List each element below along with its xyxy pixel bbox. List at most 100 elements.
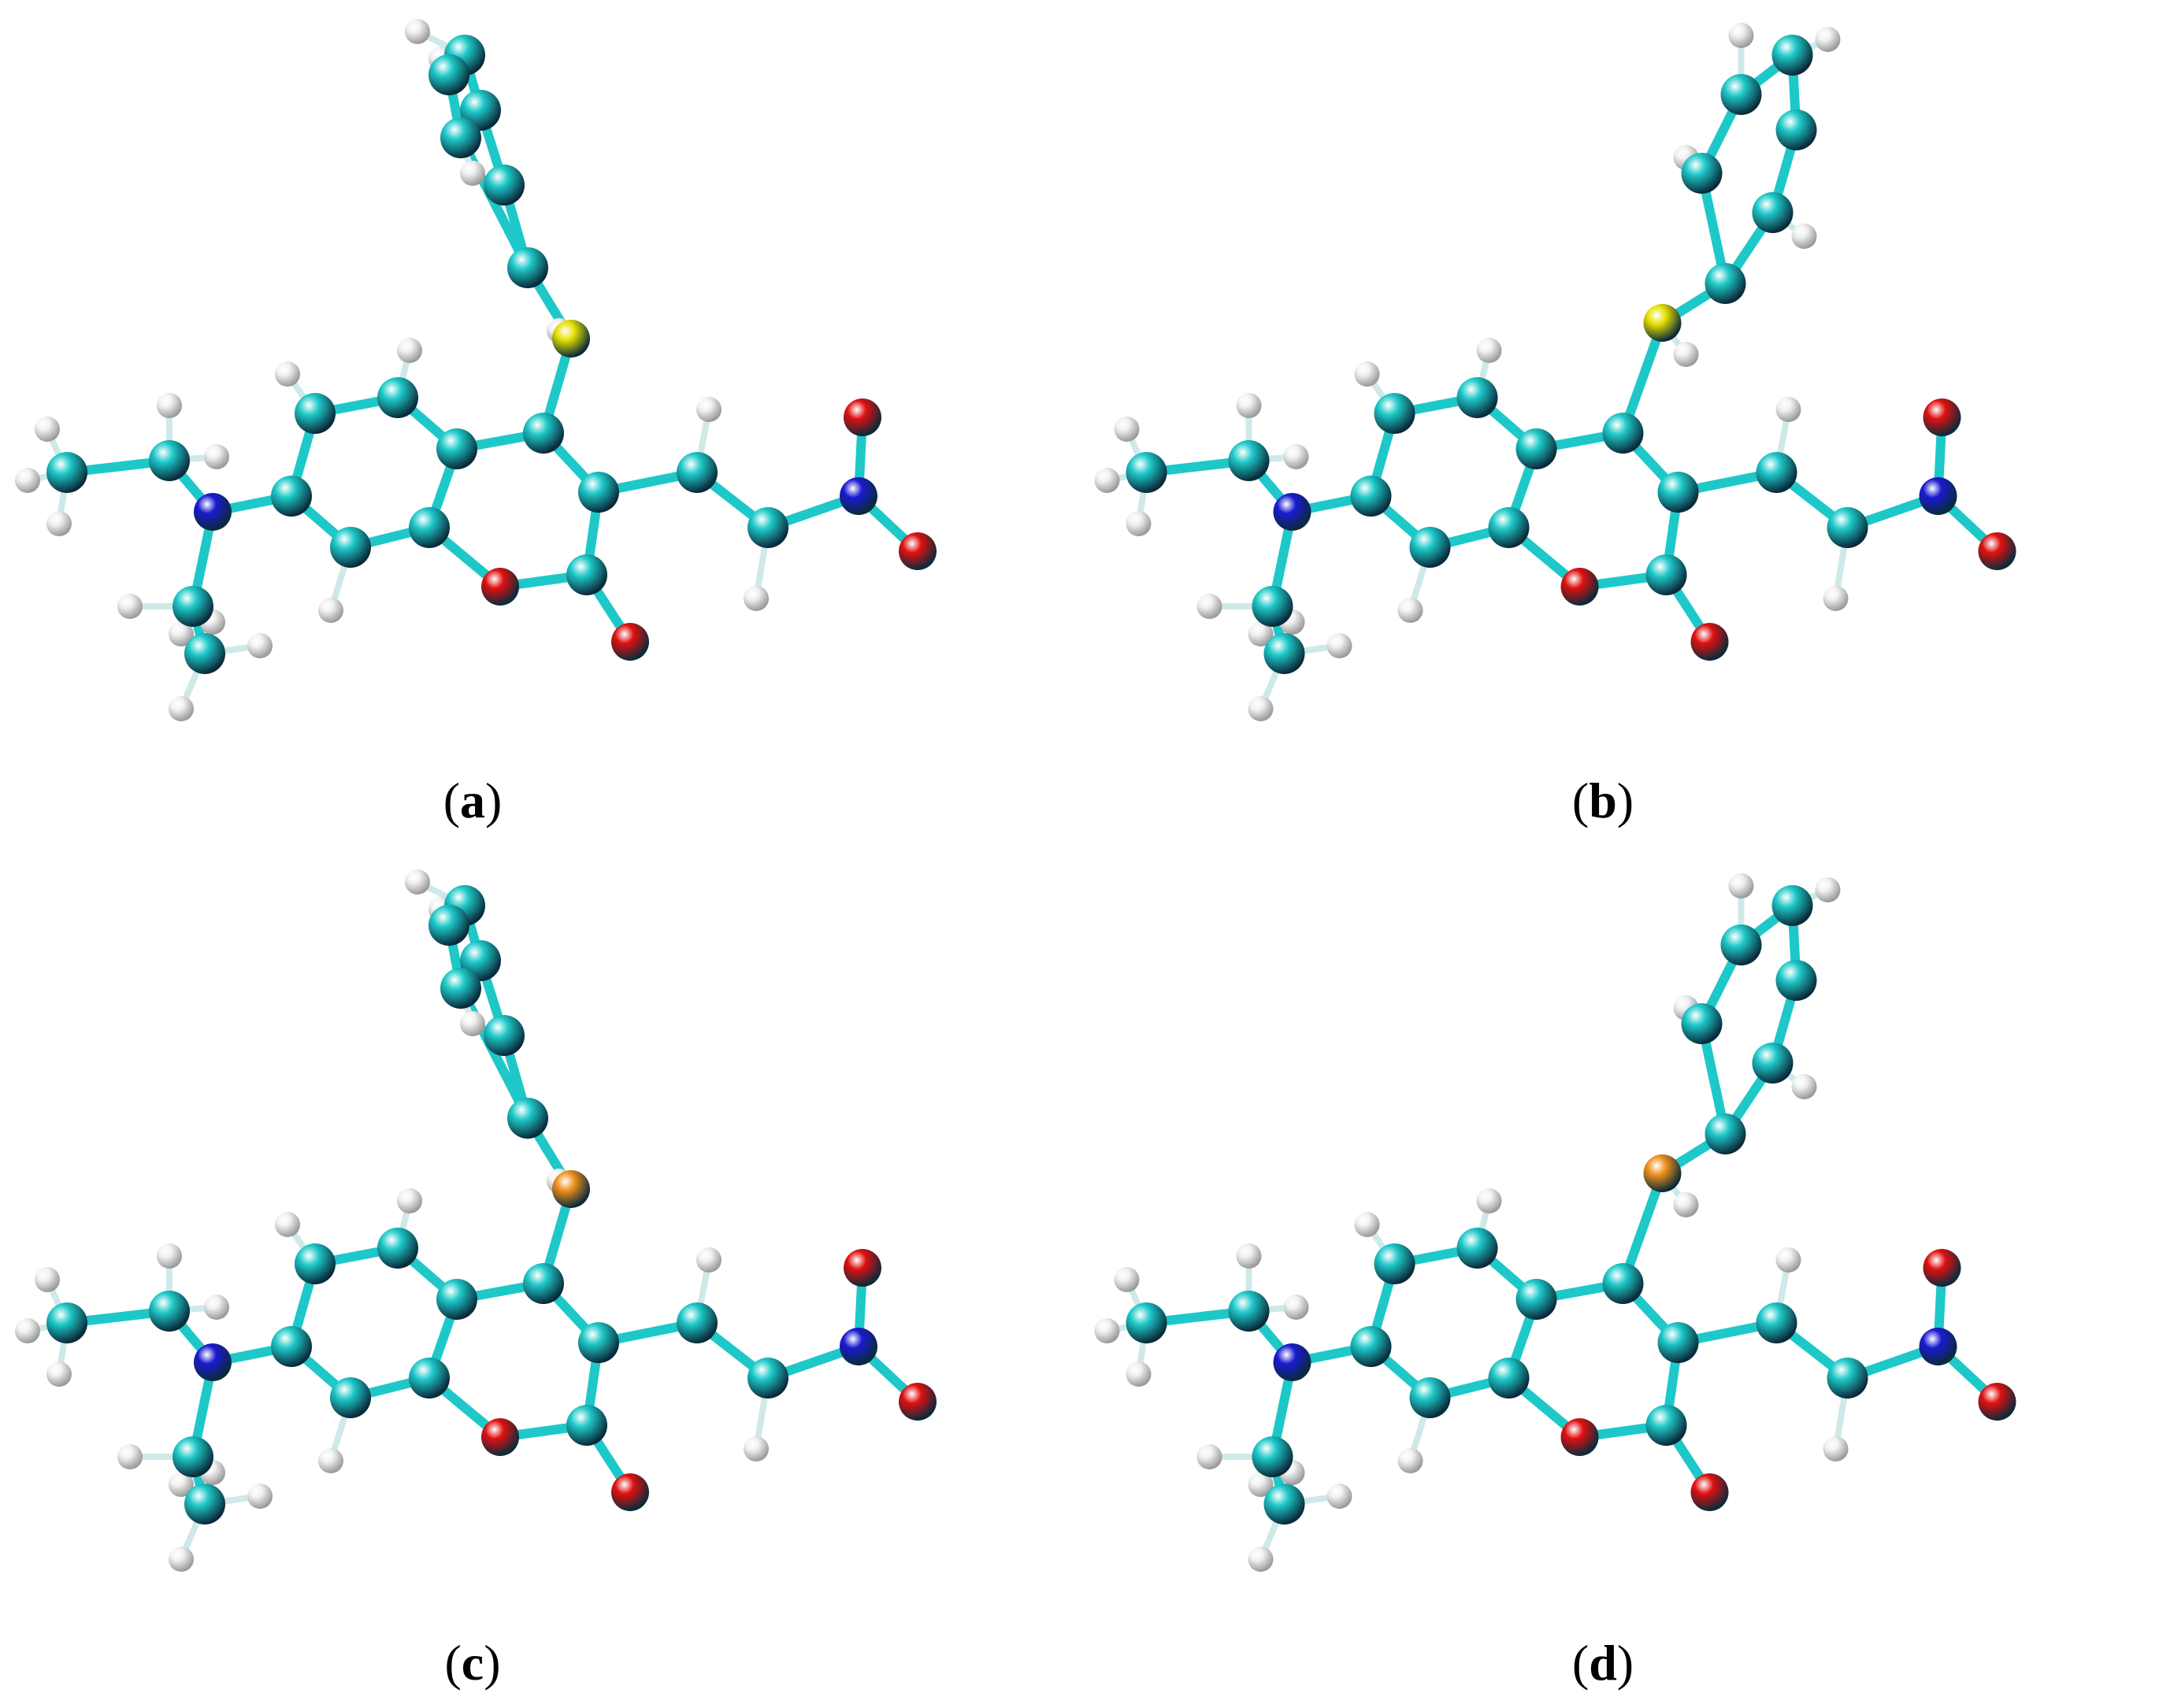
atom-carbon	[1827, 1358, 1868, 1399]
atom-carbon	[46, 1302, 87, 1343]
atom-carbon	[1602, 413, 1644, 454]
atom-carbon	[428, 905, 469, 946]
atom-carbon	[1515, 1279, 1557, 1320]
atom-hydrogen	[1196, 1444, 1222, 1469]
atom-hydrogen	[1196, 594, 1222, 619]
atom-oxygen	[1978, 532, 2016, 570]
atom-carbon	[747, 507, 788, 548]
atom-heteroatom	[1643, 304, 1682, 342]
atom-hydrogen	[1283, 1295, 1309, 1320]
atom-hydrogen	[275, 361, 300, 387]
atom-oxygen	[1690, 623, 1729, 661]
atom-carbon	[1657, 1322, 1699, 1363]
atom-carbon	[1771, 35, 1813, 76]
atom-hydrogen	[397, 338, 422, 363]
atom-hydrogen	[1354, 361, 1380, 387]
atom-nitrogen	[194, 493, 232, 531]
atom-carbon	[428, 54, 469, 95]
atom-oxygen	[1560, 568, 1599, 606]
atom-carbon	[1827, 507, 1868, 548]
atom-hydrogen	[1791, 224, 1817, 249]
atom-hydrogen	[318, 1448, 343, 1473]
atom-hydrogen	[1283, 444, 1309, 469]
atom-carbon	[1756, 452, 1797, 493]
atom-hydrogen	[1114, 417, 1140, 442]
atom-carbon	[1681, 1003, 1723, 1044]
caption-c-letter: c	[461, 1635, 484, 1691]
atom-oxygen	[1923, 398, 1961, 436]
atom-carbon	[1409, 1377, 1451, 1418]
atom-oxygen	[899, 1383, 937, 1421]
atom-carbon	[330, 527, 371, 568]
atom-hydrogen	[169, 621, 194, 647]
atom-carbon	[1488, 507, 1530, 548]
atom-carbon	[184, 1484, 225, 1525]
atom-hydrogen	[35, 417, 60, 442]
atom-hydrogen	[1248, 621, 1274, 647]
atom-hydrogen	[1728, 23, 1754, 48]
atom-hydrogen	[1326, 1484, 1352, 1509]
atom-hydrogen	[247, 1484, 273, 1509]
atom-carbon	[1228, 440, 1270, 481]
atom-hydrogen	[1476, 1188, 1502, 1213]
atom-oxygen	[1690, 1473, 1729, 1511]
atom-heteroatom	[1643, 1154, 1682, 1192]
atom-hydrogen	[46, 511, 72, 536]
atom-hydrogen	[1673, 1192, 1699, 1217]
atom-oxygen	[899, 532, 937, 570]
atom-hydrogen	[169, 696, 194, 721]
atom-carbon	[1350, 476, 1392, 517]
atom-carbon	[1752, 192, 1794, 233]
atom-oxygen	[481, 1418, 519, 1456]
atom-hydrogen	[247, 633, 273, 658]
caption-c: (c)	[444, 1635, 501, 1691]
atom-carbon	[184, 633, 225, 674]
atom-carbon	[172, 586, 213, 627]
atom-hydrogen	[169, 1472, 194, 1497]
atom-oxygen	[481, 568, 519, 606]
atom-carbon	[172, 1436, 213, 1477]
atom-heteroatom	[552, 1170, 590, 1208]
caption-b: (b)	[1571, 772, 1634, 828]
atom-carbon	[436, 1279, 477, 1320]
atom-hydrogen	[1815, 27, 1841, 52]
atom-heteroatom	[552, 320, 590, 358]
atom-hydrogen	[1248, 1547, 1274, 1572]
caption-a: (a)	[443, 772, 503, 828]
atom-carbon	[1720, 924, 1762, 965]
atom-hydrogen	[1326, 633, 1352, 658]
atom-carbon	[1602, 1263, 1644, 1304]
atom-hydrogen	[1673, 342, 1699, 367]
atom-oxygen	[844, 398, 881, 436]
atom-carbon	[1409, 527, 1451, 568]
caption-d-letter: d	[1589, 1635, 1617, 1691]
atom-carbon	[1705, 1113, 1746, 1154]
atom-hydrogen	[117, 594, 143, 619]
atom-carbon	[1681, 153, 1723, 194]
atom-hydrogen	[1248, 696, 1274, 721]
atom-carbon	[409, 1358, 450, 1399]
atom-hydrogen	[1354, 1212, 1380, 1237]
atom-carbon	[1775, 960, 1817, 1001]
atom-carbon	[1263, 1484, 1305, 1525]
atom-hydrogen	[15, 468, 40, 493]
atom-hydrogen	[397, 1188, 422, 1213]
atom-hydrogen	[1397, 1448, 1423, 1473]
atom-carbon	[484, 165, 525, 206]
atom-hydrogen	[46, 1362, 72, 1387]
atom-carbon	[1456, 377, 1498, 418]
atom-carbon	[1350, 1326, 1392, 1367]
atom-nitrogen	[1919, 477, 1957, 515]
atom-hydrogen	[1094, 1318, 1120, 1343]
atom-carbon	[440, 117, 481, 158]
atom-carbon	[1374, 1243, 1415, 1284]
caption-b-letter: b	[1589, 772, 1617, 828]
atom-carbon	[1126, 1302, 1167, 1343]
atom-hydrogen	[744, 586, 769, 611]
atom-carbon	[566, 1405, 607, 1446]
atom-carbon	[1752, 1043, 1794, 1084]
atom-hydrogen	[1236, 393, 1262, 418]
atom-hydrogen	[1823, 1436, 1849, 1462]
atom-carbon	[1126, 452, 1167, 493]
